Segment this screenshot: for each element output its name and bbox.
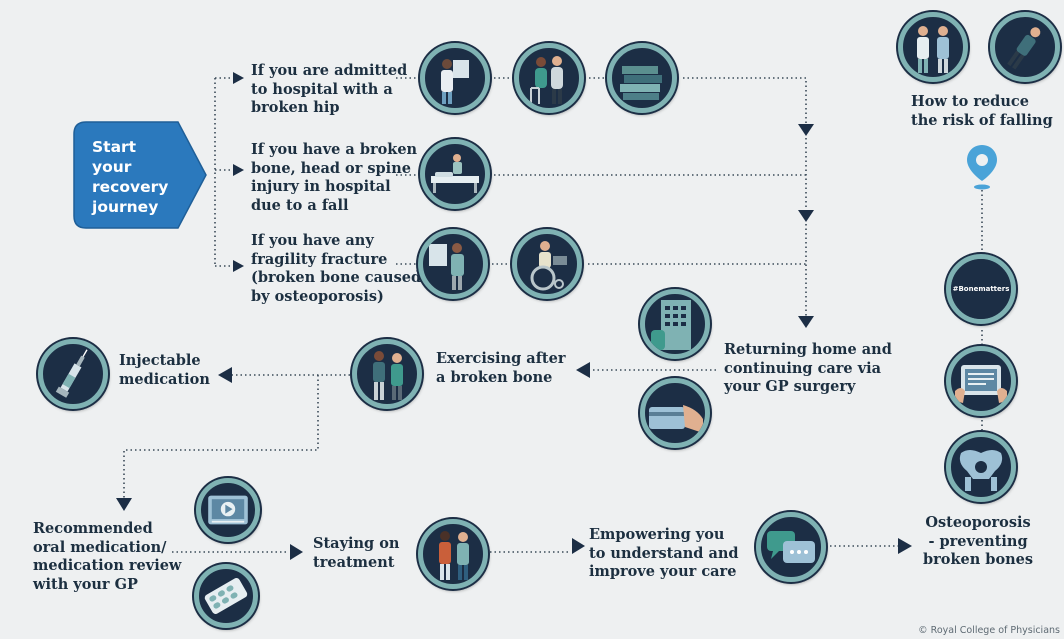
carer-walking-icon [418, 519, 488, 589]
wheelchair-icon [512, 229, 582, 299]
pelvis-icon [946, 432, 1016, 502]
osteoporosis-label: Osteoporosis - preventing broken bones [923, 514, 1034, 568]
hashtag-label: #Bonematters [952, 285, 1010, 293]
doctor-xray-icon [420, 43, 490, 113]
exercising-label: Exercising after a broken bone [436, 350, 566, 386]
start-label: Start your recovery journey [92, 138, 169, 216]
falling-person-icon [990, 12, 1060, 82]
falling-label: How to reduce the risk of falling [911, 93, 1053, 129]
video-player-icon [196, 478, 260, 542]
exercise-icon [352, 339, 422, 409]
location-pin-icon [967, 145, 997, 190]
hospital-bed-icon [420, 139, 490, 209]
oral-medication-label: Recommended oral medication/ medication … [33, 520, 182, 593]
staying-label: Staying on treatment [313, 535, 400, 571]
branch-fracture-label: If you have any fragility fracture (brok… [251, 232, 422, 305]
hospital-building-icon [640, 289, 710, 359]
injectable-label: Injectable medication [119, 352, 210, 388]
hashtag-icon: #Bonematters [946, 254, 1016, 324]
tablet-icon [946, 346, 1016, 416]
returning-home-label: Returning home and continuing care via y… [724, 341, 892, 395]
nurse-icon [898, 12, 968, 82]
copyright-notice: © Royal College of Physicians [918, 625, 1060, 636]
bank-card-icon [640, 378, 710, 448]
syringe-icon [38, 339, 108, 409]
chat-bubbles-icon [756, 512, 826, 582]
empowering-label: Empowering you to understand and improve… [589, 526, 739, 580]
pill-pack-icon [194, 564, 258, 628]
branch-injury-label: If you have a broken bone, head or spine… [251, 141, 418, 214]
xray-viewer-icon [418, 229, 488, 299]
start-chevron [73, 121, 207, 229]
books-icon [607, 43, 677, 113]
branch-admitted-label: If you are admitted to hospital with a b… [251, 62, 408, 116]
walking-frame-icon [514, 43, 584, 113]
